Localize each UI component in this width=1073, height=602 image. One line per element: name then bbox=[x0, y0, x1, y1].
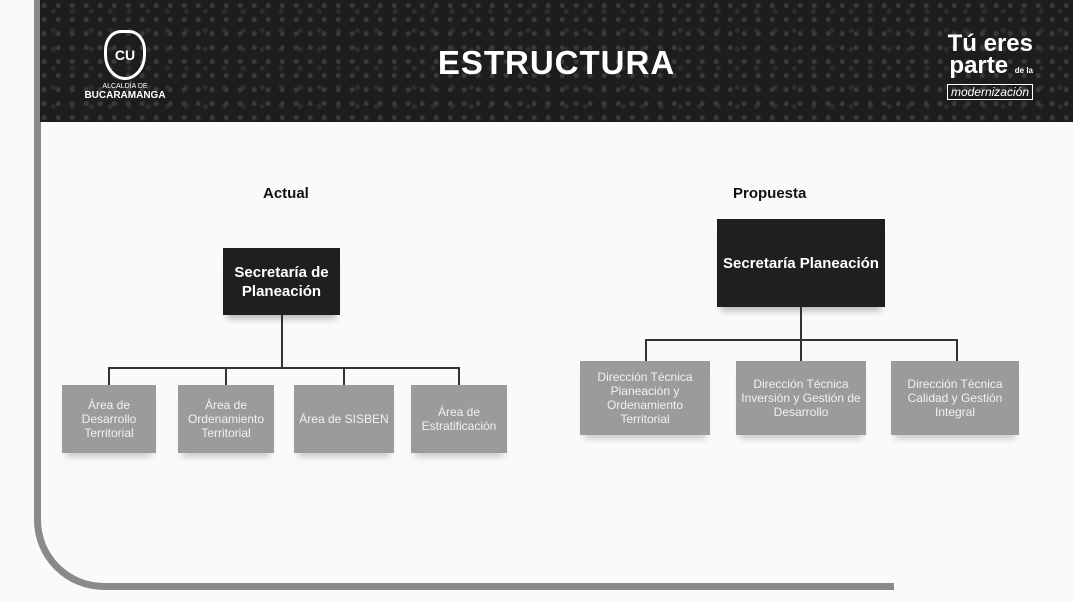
actual-branch-line bbox=[108, 367, 460, 369]
logo-right-dela: de la bbox=[1014, 66, 1033, 75]
propuesta-drop-line bbox=[645, 339, 647, 361]
propuesta-child-box: Dirección Técnica Calidad y Gestión Inte… bbox=[891, 361, 1019, 435]
actual-drop-line bbox=[108, 367, 110, 385]
propuesta-drop-line bbox=[800, 339, 802, 361]
logo-right-parte: parte bbox=[949, 52, 1009, 79]
actual-drop-line bbox=[343, 367, 345, 385]
alcaldia-logo: CU ALCALDÍA DE BUCARAMANGA bbox=[80, 30, 170, 101]
logo-right-line2: parte de la bbox=[928, 52, 1033, 82]
modernizacion-logo: Tú eres parte de la modernización bbox=[928, 30, 1033, 101]
actual-root-box: Secretaría de Planeación bbox=[223, 248, 340, 315]
propuesta-child-box: Dirección Técnica Planeación y Ordenamie… bbox=[580, 361, 710, 435]
actual-drop-line bbox=[225, 367, 227, 385]
actual-child-box: Área de Desarrollo Territorial bbox=[62, 385, 156, 453]
logo-right-line3: modernización bbox=[946, 84, 1033, 100]
propuesta-label: Propuesta bbox=[733, 185, 807, 202]
actual-child-box: Área de Ordenamiento Territorial bbox=[178, 385, 274, 453]
seal-icon: CU bbox=[104, 30, 146, 80]
propuesta-trunk-line bbox=[800, 307, 802, 339]
bottom-curve bbox=[34, 470, 894, 590]
propuesta-drop-line bbox=[956, 339, 958, 361]
logo-left-line2: BUCARAMANGA bbox=[84, 90, 166, 101]
header-banner: CU ALCALDÍA DE BUCARAMANGA ESTRUCTURA Tú… bbox=[40, 0, 1073, 122]
actual-trunk-line bbox=[281, 315, 283, 367]
actual-label: Actual bbox=[263, 185, 309, 202]
propuesta-root-box: Secretaría Planeación bbox=[717, 219, 885, 307]
actual-drop-line bbox=[458, 367, 460, 385]
page-title: ESTRUCTURA bbox=[437, 44, 676, 81]
seal-text: CU bbox=[114, 47, 136, 63]
propuesta-child-box: Dirección Técnica Inversión y Gestión de… bbox=[736, 361, 866, 435]
logo-left-line1: ALCALDÍA DE bbox=[102, 83, 148, 90]
actual-child-box: Área de Estratificación bbox=[411, 385, 507, 453]
actual-child-box: Área de SISBEN bbox=[294, 385, 394, 453]
left-rule bbox=[34, 0, 41, 510]
logo-right-line1: Tú eres bbox=[947, 30, 1033, 57]
